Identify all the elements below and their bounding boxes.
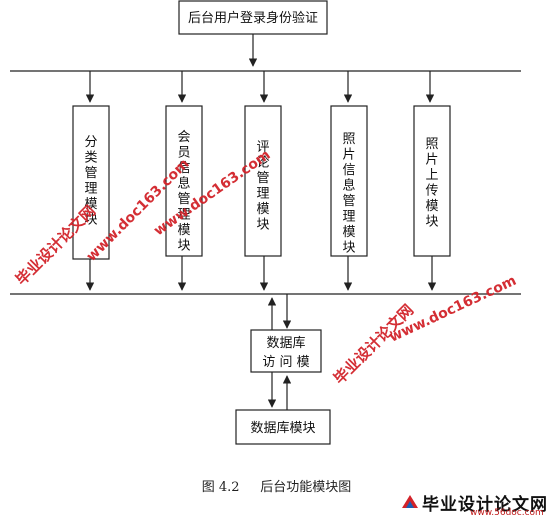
- login-auth-box: [178, 0, 328, 35]
- db-module-box: [235, 409, 331, 445]
- figure-caption: 图 4.2 后台功能模块图: [0, 476, 553, 495]
- db-access-label-line1: 数据库: [266, 335, 305, 351]
- figure-title: 后台功能模块图: [260, 480, 352, 495]
- logo-mark-icon: [402, 495, 418, 508]
- watermark-cn-2: 毕业设计论文网: [330, 301, 417, 388]
- module-box-4: [330, 105, 368, 257]
- module-label-text-3: 评论管理模块: [256, 140, 269, 233]
- module-label-5: 照片上传模块: [425, 137, 438, 230]
- figure-number: 图 4.2: [201, 480, 240, 495]
- db-access-box: [250, 329, 322, 373]
- db-access-label-line2: 访 问 模: [262, 355, 309, 370]
- module-label-4: 照片信息管理模块: [342, 132, 355, 256]
- module-label-text-2: 会员信息管理模块: [177, 130, 190, 254]
- login-auth-label: 后台用户登录身份验证: [188, 10, 318, 26]
- site-logo: 毕业设计论文网 www.56doc.com: [400, 490, 550, 518]
- module-box-2: [165, 105, 203, 257]
- module-box-1: [72, 105, 110, 260]
- logo-url: www.56doc.com: [470, 508, 544, 518]
- module-label-text-5: 照片上传模块: [425, 137, 438, 230]
- module-label-1: 分类管理模块: [84, 135, 97, 228]
- module-label-text-1: 分类管理模块: [84, 135, 97, 228]
- module-label-3: 评论管理模块: [256, 140, 269, 233]
- module-box-3: [244, 105, 282, 257]
- module-box-5: [413, 105, 451, 257]
- db-module-label: 数据库模块: [250, 420, 315, 436]
- logo-name: 毕业设计论文网: [422, 495, 548, 515]
- module-label-text-4: 照片信息管理模块: [342, 132, 355, 256]
- module-label-2: 会员信息管理模块: [177, 130, 190, 254]
